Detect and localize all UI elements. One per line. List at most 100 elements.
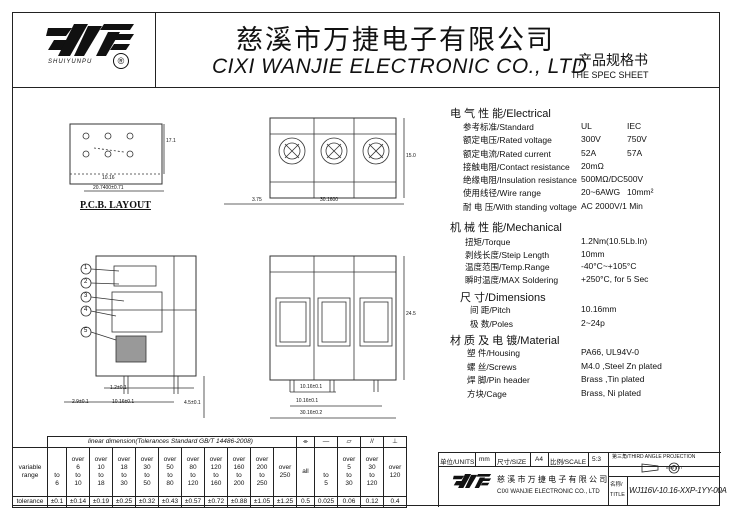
side-section-view — [64, 255, 205, 418]
callout-leaders — [80, 263, 125, 341]
tolerance-label: tolerance — [12, 496, 48, 508]
third-angle-projection-icon — [640, 461, 690, 475]
part-number: WJ116V-10.16-XXP-1YY-00A — [629, 486, 727, 495]
dim-pcb-width: 20.7400±0.71 — [93, 185, 124, 191]
dim-top-length: 30.1600 — [320, 197, 339, 203]
title-block-logo — [452, 470, 492, 492]
dim-pcb-pitch: 10.16 — [102, 175, 115, 181]
material-section-title: 材 质 及 电 镀/Material — [450, 335, 560, 347]
projection-label: 第三角/THIRD ANGLE PROJECTION — [612, 454, 696, 460]
name-label: 名称/ — [610, 482, 623, 488]
units-label: 单位/UNITS — [440, 459, 475, 466]
dim-pin-left-small: 2.9±0.1 — [72, 399, 89, 405]
dim-total-front: 30.16±0.2 — [300, 410, 323, 416]
dim-pin-pitch-left: 10.16±0.1 — [112, 399, 135, 405]
company-name-en: CIXI WANJIE ELECTRONIC CO., LTD — [212, 55, 588, 78]
dim-top-height: 15.0 — [406, 153, 416, 159]
tb-sep — [475, 452, 476, 466]
title-block-company-cn: 慈 溪 市 万 捷 电 子 有 限 公 司 — [497, 475, 608, 484]
dim-pin-pitch-front2: 10.16±0.1 — [296, 398, 319, 404]
tol-value: ±0.25 — [112, 496, 136, 508]
tol-value: ±0.14 — [66, 496, 90, 508]
callout-3: 3 — [84, 293, 88, 299]
electrical-section-title: 电 气 性 能/Electrical — [450, 108, 551, 120]
tol-value: ±0.43 — [158, 496, 182, 508]
scale-label: 比例/SCALE — [550, 459, 587, 466]
units-value: mm — [479, 456, 490, 463]
tb-sep — [588, 452, 589, 466]
pcb-layout-label: P.C.B. LAYOUT — [80, 200, 151, 211]
symbol-straightness: — — [314, 436, 338, 448]
callout-5: 5 — [84, 328, 88, 334]
callout-4: 4 — [84, 307, 88, 313]
tol-value: ±0.57 — [181, 496, 205, 508]
tol-value: ±0.32 — [135, 496, 159, 508]
all-value: 0.5 — [296, 496, 315, 508]
geo-value: 0.025 — [314, 496, 338, 508]
mechanical-section-title: 机 械 性 能/Mechanical — [450, 222, 562, 234]
logo-text: SHUIYUNPU — [48, 59, 93, 65]
dim-pcb-height: 17.1 — [166, 138, 176, 144]
tol-value: ±0.88 — [227, 496, 251, 508]
spec-title-en: THE SPEC SHEET — [571, 70, 649, 80]
size-label: 尺寸/SIZE — [497, 459, 527, 466]
symbol-parallelism: // — [360, 436, 384, 448]
dim-pin-height: 4.5±0.1 — [184, 400, 201, 406]
pcb-layout-view — [69, 123, 165, 192]
callout-2: 2 — [84, 279, 88, 285]
registered-mark: ® — [113, 53, 129, 69]
tolerance-title: linear dimension(Tolerances Standard GB/… — [47, 436, 297, 448]
tb-sep — [495, 452, 496, 466]
dimensions-section-title: 尺 寸/Dimensions — [460, 292, 546, 304]
dim-front-height: 24.5 — [406, 311, 416, 317]
dim-top-side: 3.75 — [252, 197, 262, 203]
spec-title-cn: 产品规格书 — [578, 52, 648, 68]
all-col: all — [296, 447, 315, 497]
geo-value: 0.12 — [360, 496, 384, 508]
tol-value: ±0.1 — [47, 496, 67, 508]
logo-divider — [155, 12, 156, 87]
spec-row-temp-range: 温度范围/Temp.Range-40°C~+105°C — [465, 261, 637, 272]
tol-value: ±1.05 — [250, 496, 274, 508]
company-logo — [44, 20, 136, 60]
front-view — [269, 255, 405, 419]
size-value: A4 — [535, 456, 543, 463]
symbol-flatness: ▱ — [337, 436, 361, 448]
dim-pin-offset: 1.2±0.1 — [110, 385, 127, 391]
title-block-divider — [608, 476, 720, 477]
tb-sep — [608, 452, 609, 506]
tolerance-values-row: tolerance ±0.1 ±0.14 ±0.19 ±0.25 ±0.32 ±… — [12, 496, 407, 508]
tol-value: ±0.19 — [89, 496, 113, 508]
geo-value: 0.06 — [337, 496, 361, 508]
callout-1: 1 — [84, 265, 88, 271]
scale-value: 5:3 — [592, 456, 602, 463]
